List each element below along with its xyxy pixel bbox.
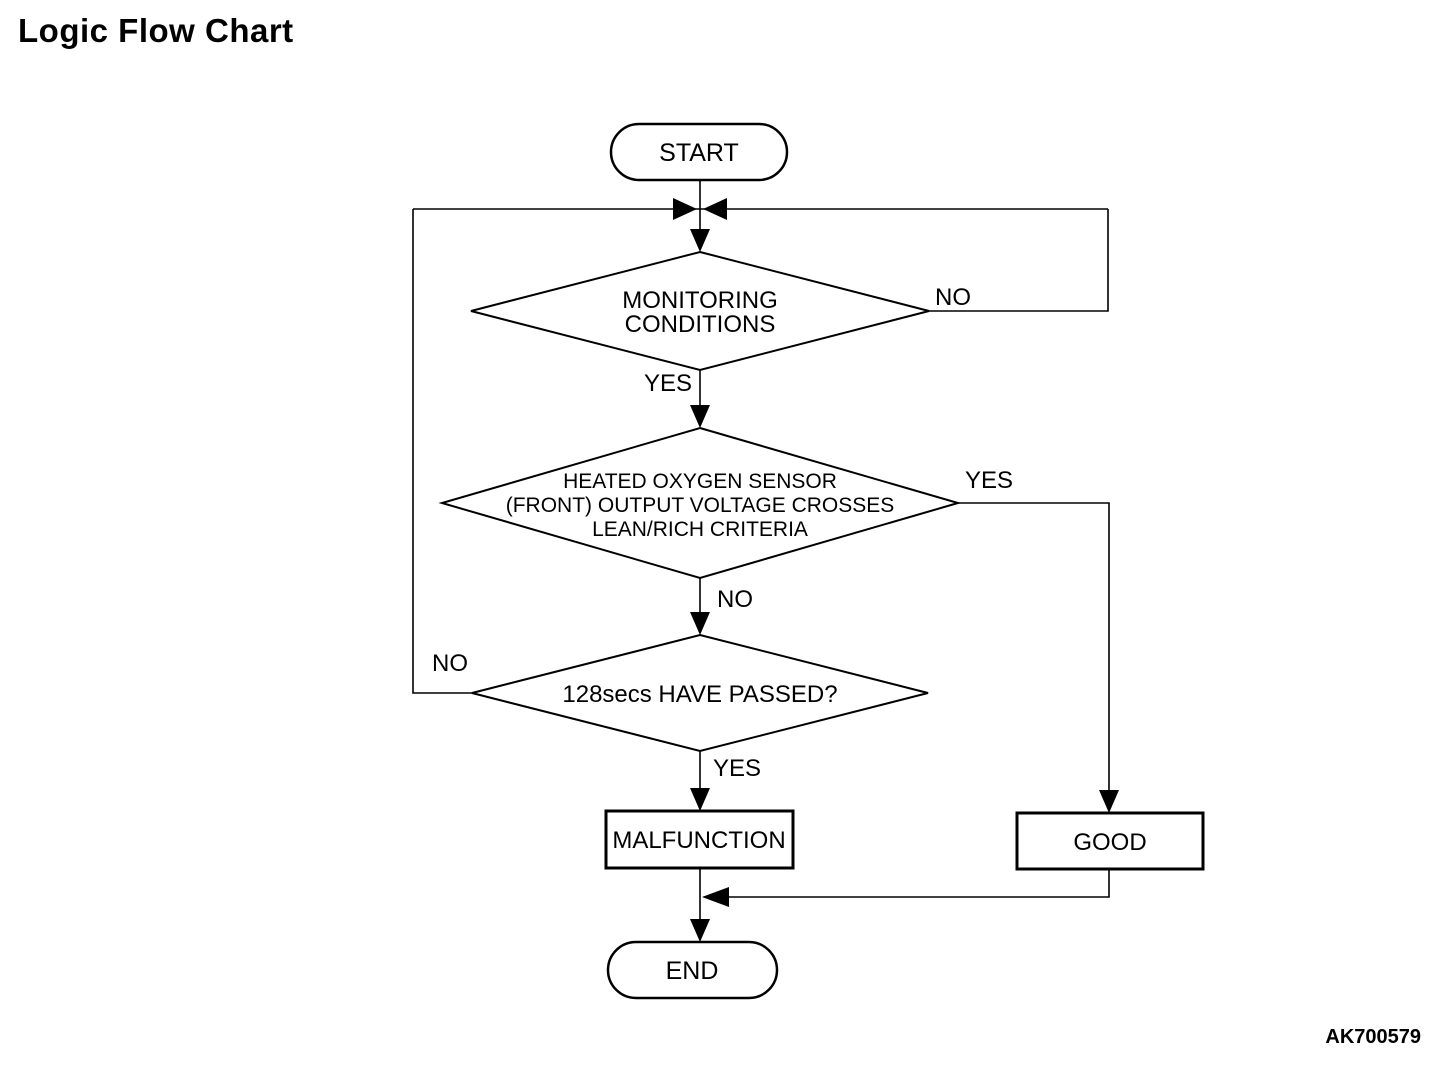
end-shape bbox=[606, 940, 779, 1000]
arrowhead-into-end bbox=[690, 919, 710, 942]
arrowhead-into-good bbox=[1099, 790, 1119, 813]
edge-good-to-merge bbox=[706, 869, 1110, 898]
good-shape bbox=[1015, 811, 1205, 871]
decision3-line1: 128secs HAVE PASSED? bbox=[562, 681, 837, 708]
end-node: END bbox=[606, 940, 779, 1000]
decision3-no-label: NO bbox=[432, 650, 468, 677]
decision2-no-label: NO bbox=[717, 586, 753, 613]
figure-code: AK700579 bbox=[1325, 1026, 1421, 1048]
good-node: GOOD bbox=[1015, 811, 1205, 871]
decision1-shape bbox=[470, 250, 930, 372]
decision2-line2: (FRONT) OUTPUT VOLTAGE CROSSES bbox=[506, 494, 895, 517]
decision-monitoring-conditions: MONITORING CONDITIONS bbox=[470, 250, 930, 372]
page-title: Logic Flow Chart bbox=[18, 12, 294, 49]
decision2-yes-label: YES bbox=[965, 467, 1013, 494]
decision3-yes-label: YES bbox=[713, 755, 761, 782]
end-label: END bbox=[666, 957, 719, 985]
arrowhead-junction-from-right bbox=[703, 198, 727, 220]
decision2-line1: HEATED OXYGEN SENSOR bbox=[563, 470, 837, 493]
edge-decision1-no-loop bbox=[929, 209, 1109, 312]
decision1-line2: CONDITIONS bbox=[625, 311, 776, 338]
malfunction-shape bbox=[604, 809, 795, 870]
decision2-shape bbox=[438, 426, 962, 580]
arrowhead-junction-from-left bbox=[673, 198, 697, 220]
edge-labels: NO YES YES NO NO YES bbox=[432, 284, 1013, 782]
decision-oxygen-sensor-voltage: HEATED OXYGEN SENSOR (FRONT) OUTPUT VOLT… bbox=[438, 426, 962, 580]
decision1-no-label: NO bbox=[935, 284, 971, 311]
flow-edges bbox=[412, 180, 1110, 936]
good-label: GOOD bbox=[1073, 829, 1146, 856]
malfunction-node: MALFUNCTION bbox=[604, 809, 795, 870]
decision1-yes-label: YES bbox=[644, 370, 692, 397]
arrowhead-into-malfunction bbox=[690, 788, 710, 811]
decision3-shape bbox=[471, 633, 929, 753]
edge-decision2-yes-to-good bbox=[958, 502, 1110, 808]
start-node: START bbox=[609, 122, 789, 182]
start-shape bbox=[609, 122, 789, 182]
arrowhead-into-decision1 bbox=[690, 229, 710, 252]
start-label: START bbox=[659, 139, 739, 167]
decision1-line1: MONITORING bbox=[622, 287, 778, 314]
arrowhead-merge-into-line bbox=[702, 887, 729, 907]
decision2-line3: LEAN/RICH CRITERIA bbox=[592, 518, 808, 541]
malfunction-label: MALFUNCTION bbox=[612, 827, 785, 854]
flow-arrowheads bbox=[673, 198, 1119, 942]
edge-decision3-no-loop bbox=[412, 209, 472, 694]
decision-128secs-passed: 128secs HAVE PASSED? bbox=[471, 633, 929, 753]
arrowhead-into-decision3 bbox=[690, 612, 710, 635]
arrowhead-into-decision2 bbox=[690, 405, 710, 428]
